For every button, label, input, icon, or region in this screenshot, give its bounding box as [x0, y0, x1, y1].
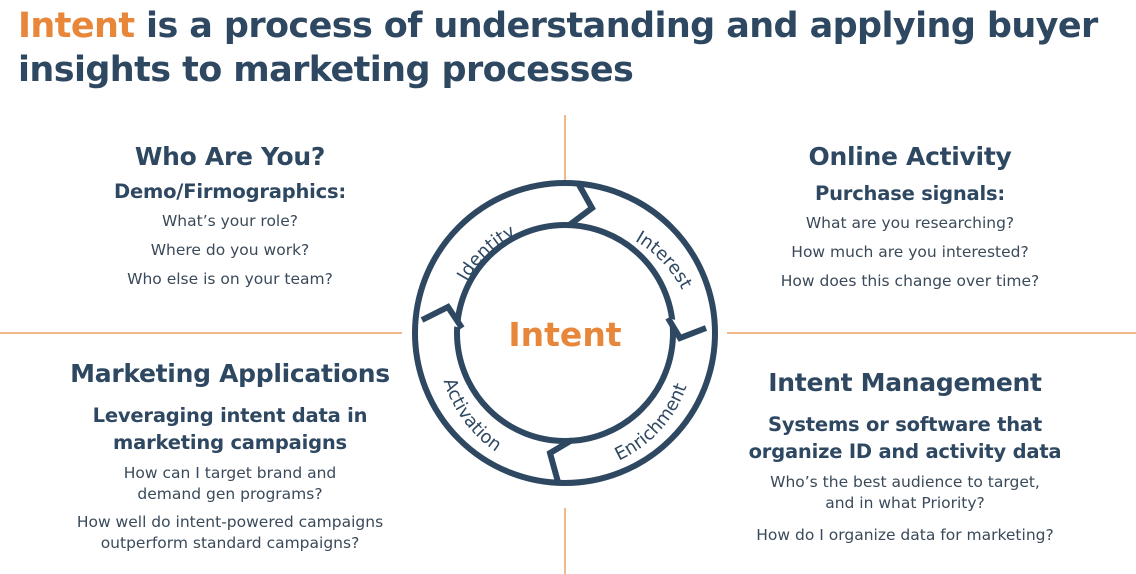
question: Who’s the best audience to target, and i… — [720, 472, 1090, 514]
question: What are you researching? — [805, 214, 1015, 232]
question-line: Who’s the best audience to target, — [770, 473, 1040, 491]
question-line: outperform standard campaigns? — [100, 534, 360, 552]
quadrant-who-are-you: Who Are You? Demo/Firmographics: What’s … — [80, 140, 380, 294]
question-line: and in what Priority? — [825, 494, 985, 512]
question-line: How well do intent-powered campaigns — [76, 513, 384, 531]
cycle-notch-bottom — [546, 437, 574, 483]
cycle-notch-left — [420, 303, 465, 330]
divider-top — [564, 115, 566, 181]
question-line: How can I target brand and — [123, 464, 337, 482]
question-line: How do I organize data for marketing? — [756, 526, 1054, 544]
quadrant-marketing-applications: Marketing Applications Leveraging intent… — [40, 357, 420, 554]
quadrant-heading: Marketing Applications — [70, 359, 390, 388]
question: How much are you interested? — [791, 243, 1029, 261]
cycle-notch-right — [665, 316, 708, 342]
divider-bottom — [564, 508, 566, 574]
question: Who else is on your team? — [127, 270, 333, 288]
quadrant-subheading: Purchase signals: — [815, 182, 1005, 205]
intent-cycle-diagram: Identity Interest Enrichment Activation … — [412, 180, 718, 486]
question-line: demand gen programs? — [137, 485, 323, 503]
quadrant-subheading: Demo/Firmographics: — [113, 180, 346, 203]
title-line2: insights to marketing processes — [18, 50, 634, 90]
cycle-notch-top — [566, 181, 596, 229]
subheading-line: organize ID and activity data — [748, 440, 1062, 463]
title-accent: Intent — [18, 6, 135, 46]
quadrant-heading: Intent Management — [768, 368, 1042, 397]
subheading-line: marketing campaigns — [113, 431, 347, 454]
quadrant-heading: Online Activity — [808, 142, 1012, 171]
quadrant-intent-management: Intent Management Systems or software th… — [720, 366, 1090, 546]
quadrant-subheading: Systems or software that organize ID and… — [720, 411, 1090, 465]
quadrant-online-activity: Online Activity Purchase signals: What a… — [740, 140, 1080, 296]
quadrant-heading: Who Are You? — [134, 142, 326, 171]
quadrant-subheading: Leveraging intent data in marketing camp… — [40, 402, 420, 456]
question: What’s your role? — [161, 212, 299, 230]
page-title: Intent is a process of understanding and… — [18, 4, 1128, 92]
title-line1-rest: is a process of understanding and applyi… — [134, 6, 1098, 46]
subheading-line: Leveraging intent data in — [92, 404, 368, 427]
subheading-line: Systems or software that — [768, 413, 1042, 436]
question: How can I target brand and demand gen pr… — [40, 463, 420, 505]
question: How well do intent-powered campaigns out… — [40, 512, 420, 554]
question: Where do you work? — [150, 241, 310, 259]
cycle-outer-ring — [412, 180, 718, 486]
question: How do I organize data for marketing? — [720, 525, 1090, 546]
divider-right — [727, 332, 1136, 334]
question: How does this change over time? — [780, 272, 1040, 290]
center-label-intent: Intent — [508, 315, 621, 354]
divider-left — [0, 332, 402, 334]
segment-label-identity: Identity — [453, 221, 519, 285]
